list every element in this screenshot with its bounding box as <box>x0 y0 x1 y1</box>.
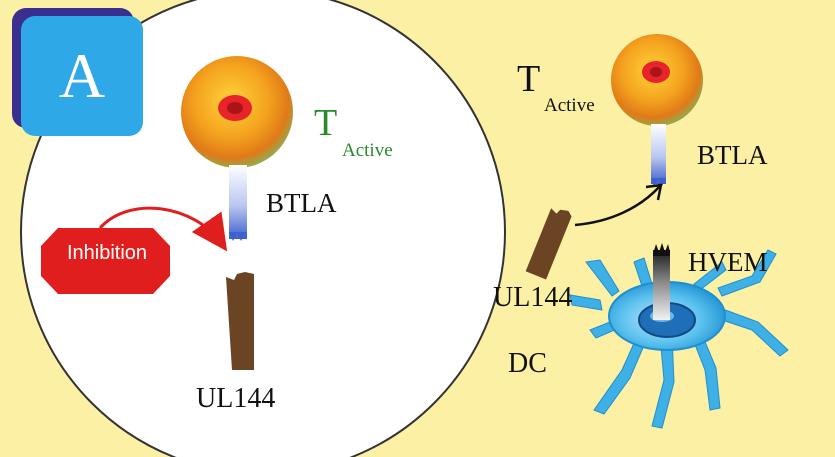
left-ul144-label: UL144 <box>196 383 276 414</box>
right-btla-label: BTLA <box>697 140 768 170</box>
panel-label: A <box>21 16 143 136</box>
left-btla-receptor <box>229 165 247 241</box>
right-btla-receptor <box>651 124 666 186</box>
inhibition-arrow <box>98 206 228 252</box>
binding-arrow <box>574 185 661 227</box>
inhibition-badge <box>41 228 170 294</box>
panel-label-badge: A <box>12 8 143 136</box>
right-ul144-molecule <box>525 208 572 280</box>
left-t-active-sub: Active <box>342 140 393 161</box>
left-ul144-molecule <box>226 272 254 370</box>
right-t-cell <box>611 34 703 126</box>
right-t-active-sub: Active <box>544 95 595 116</box>
inhibition-label: Inhibition <box>66 242 148 264</box>
right-ul144-label: UL144 <box>493 282 573 313</box>
left-t-active-main: T <box>314 102 338 144</box>
right-t-active-main: T <box>517 58 541 100</box>
left-btla-label: BTLA <box>266 188 337 218</box>
left-t-cell <box>181 56 293 168</box>
hvem-receptor <box>653 243 670 320</box>
hvem-label: HVEM <box>688 247 768 277</box>
dc-label: DC <box>508 348 547 379</box>
